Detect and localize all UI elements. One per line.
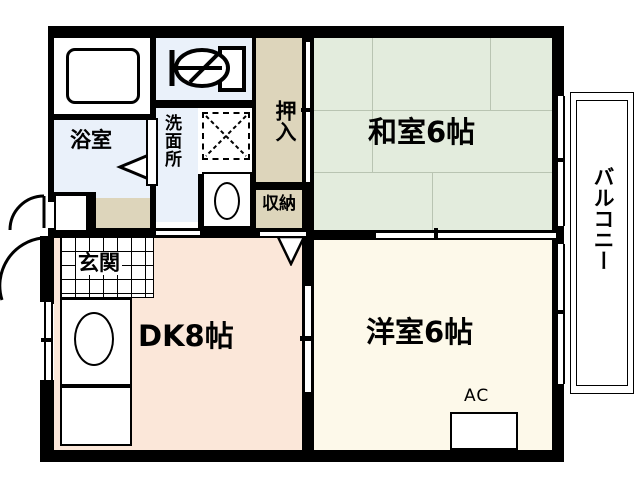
door-mullion: [300, 336, 314, 341]
tatami-seam: [490, 38, 491, 110]
tatami-seam: [314, 172, 552, 173]
entry-door[interactable]: [0, 236, 44, 304]
tatami-seam: [372, 110, 373, 172]
toilet-fixture: [160, 42, 252, 96]
wall-left-stub: [48, 290, 54, 304]
wall-washroom-closet-divider: [252, 32, 256, 228]
shuno-door-swing: [276, 236, 306, 266]
wall-toilet-washroom-divider: [156, 100, 252, 108]
stove-range: [60, 386, 132, 446]
room-label-washitsu: 和室6帖: [368, 115, 476, 149]
room-fill-bath: [54, 120, 150, 198]
tatami-seam: [372, 38, 373, 110]
wall-genkan-step: [54, 228, 60, 238]
wall-entrance-side: [88, 192, 96, 240]
meter-box: [54, 194, 88, 232]
washing-machine-space: [202, 112, 250, 160]
shuno-label: 収納: [262, 194, 296, 214]
bathtub-fixture: [66, 48, 140, 104]
oshiire-door[interactable]: [304, 42, 312, 182]
washroom-door[interactable]: [156, 229, 200, 237]
ac-unit: [450, 412, 518, 450]
washitsu-yoshitsu-fusuma[interactable]: [376, 231, 556, 240]
yoshitsu-balcony-door[interactable]: [556, 244, 565, 384]
ac-label: AC: [464, 386, 490, 406]
wall-genkan-left-lower: [40, 380, 54, 462]
oshiire-label: 押入: [273, 100, 297, 142]
bath-label: 浴室: [70, 128, 112, 152]
balcony-outline-inner: [576, 100, 628, 386]
room-fill-washroom: [156, 108, 198, 222]
door-mullion: [553, 310, 564, 314]
room-label-dk: DK8帖: [138, 319, 234, 353]
tatami-seam: [432, 172, 433, 230]
room-fill-washitsu: [314, 38, 552, 230]
room-label-yoshitsu: 洋室6帖: [366, 315, 474, 349]
window-mullion: [41, 338, 53, 342]
door-mullion: [553, 158, 564, 162]
genkan-label: 玄関: [76, 251, 122, 275]
fusuma-mullion: [434, 228, 438, 240]
balcony-label: バルコニー: [591, 166, 615, 271]
wall-toilet-lower-divider: [198, 174, 202, 228]
washroom-label: 洗面所: [161, 114, 181, 168]
wall-oshiire-shuno-divider: [256, 182, 312, 190]
meter-door[interactable]: [4, 194, 46, 234]
bath-door-frame: [146, 118, 158, 186]
tatami-seam: [314, 110, 552, 111]
oshiire-door-mullion: [301, 108, 313, 112]
exterior-wall-left-upper: [48, 26, 54, 198]
kitchen-sink-basin: [74, 312, 114, 366]
wall-tub-bath-divider: [54, 114, 150, 120]
toilet-bowl-fixture: [214, 182, 240, 220]
